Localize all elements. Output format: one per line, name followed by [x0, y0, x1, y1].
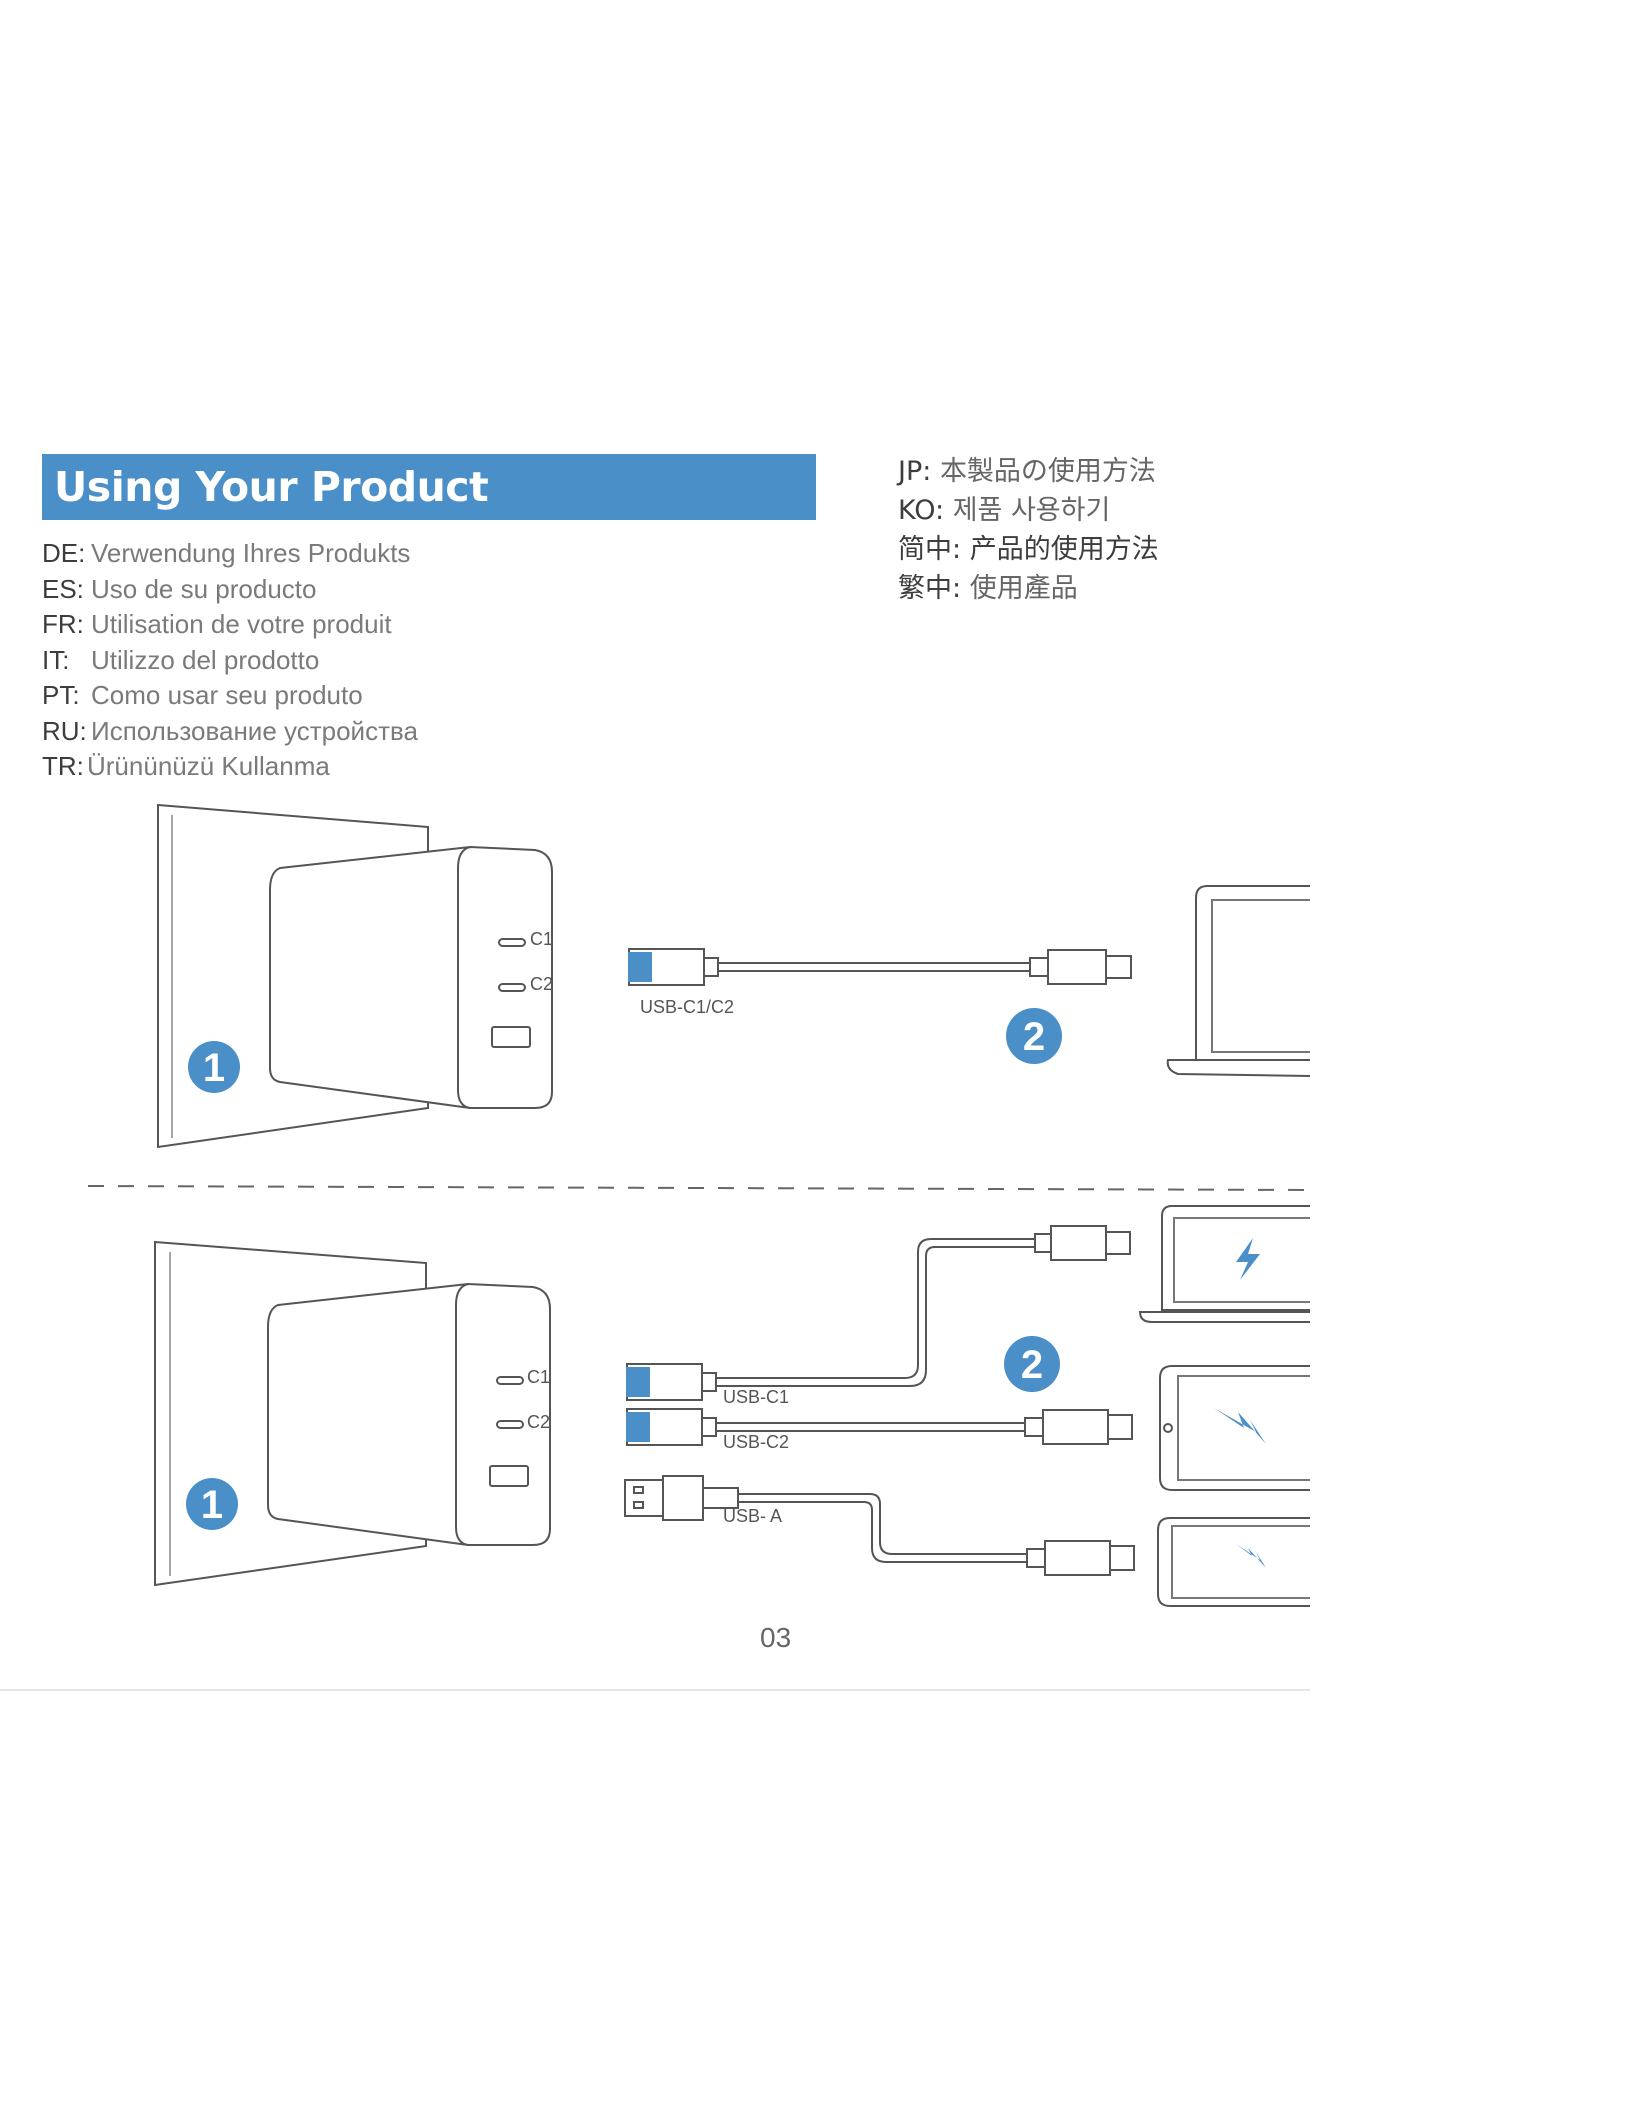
usb-c1-port-bottom: [496, 1376, 524, 1385]
lang-row-jp: JP: 本製品の使用方法: [898, 452, 1159, 491]
lang-code: 简中:: [898, 534, 962, 565]
lang-code: 繁中:: [898, 573, 962, 604]
lang-text: 제품 사용하기: [952, 495, 1111, 526]
lang-text: Como usar seu produto: [91, 680, 363, 710]
page-title: Using Your Product: [54, 463, 489, 511]
diagram-top: [157, 803, 1311, 1149]
lang-text: Ürününüzü Kullanma: [87, 751, 330, 781]
lang-code: DE:: [42, 538, 86, 568]
lang-text: 使用產品: [969, 573, 1078, 604]
lang-code: RU:: [42, 715, 87, 746]
lang-row-es: ES:Uso de su producto: [42, 572, 418, 608]
lang-text: Uso de su producto: [91, 573, 317, 604]
laptop-icon: [1195, 885, 1310, 1061]
usb-a-port-bottom: [489, 1465, 529, 1487]
step-1-badge-bottom: [186, 1478, 238, 1530]
diagram-bottom: [154, 1205, 1310, 1607]
step-2-badge-bottom: [1004, 1336, 1060, 1392]
lang-text: 产品的使用方法: [969, 534, 1159, 565]
port-label-c2-bottom: C2: [527, 1412, 550, 1432]
lang-text: Verwendung Ihres Produkts: [91, 538, 411, 568]
lang-row-tr: TR:Ürününüzü Kullanma: [42, 749, 418, 785]
port-label-c1-top: C1: [530, 929, 553, 949]
lang-code: TR:: [42, 751, 84, 781]
lang-row-fr: FR:Utilisation de votre produit: [42, 607, 418, 643]
usb-c2-port-top: [498, 983, 526, 992]
laptop-small-icon: [1161, 1205, 1310, 1311]
charger-bottom: [267, 1282, 551, 1546]
usb-c1-port-top: [498, 938, 526, 947]
lang-code: ES:: [42, 573, 84, 604]
phone-icon: [1157, 1517, 1310, 1607]
usb-c2-port-bottom: [496, 1420, 524, 1429]
step-1-badge-top: [188, 1041, 240, 1093]
lang-code: FR:: [42, 609, 84, 639]
lang-code: PT:: [42, 680, 80, 710]
step-2-badge-top: [1006, 1008, 1062, 1064]
step-2-number-top: 2: [1023, 1015, 1045, 1059]
lang-row-zh-hant: 繁中: 使用產品: [898, 569, 1159, 608]
charging-bolt-icon: [1236, 1544, 1266, 1568]
lang-row-ru: RU:Использование устройства: [42, 714, 418, 750]
lang-row-de: DE:Verwendung Ihres Produkts: [42, 536, 418, 572]
step-2-number-bottom: 2: [1021, 1343, 1043, 1387]
cable-plug-right-top: [1047, 949, 1107, 985]
lang-text: Utilizzo del prodotto: [91, 644, 320, 675]
lang-code: KO:: [898, 495, 945, 526]
lang-row-pt: PT: Como usar seu produto: [42, 678, 418, 714]
usb-a-port-top: [491, 1026, 531, 1048]
language-list: DE:Verwendung Ihres Produkts ES:Uso de s…: [42, 536, 418, 785]
title-bar: Using Your Product: [42, 454, 816, 520]
step-1-number-bottom: 1: [201, 1483, 223, 1527]
port-label-c1-bottom: C1: [527, 1367, 550, 1387]
page-number: 03: [760, 1622, 792, 1653]
step-1-number-top: 1: [203, 1046, 225, 1090]
cable-label-usb-a: USB- A: [723, 1506, 782, 1526]
port-label-c2-top: C2: [530, 974, 553, 994]
cable-label-top: USB-C1/C2: [640, 997, 734, 1017]
charging-bolt-icon: [1214, 1408, 1266, 1444]
lang-row-zh-hans: 简中: 产品的使用方法: [898, 530, 1159, 569]
charging-bolt-icon: [1236, 1238, 1260, 1280]
cable-label-usb-c1: USB-C1: [723, 1387, 789, 1407]
language-list-cjk: JP: 本製品の使用方法 KO: 제품 사용하기 简中: 产品的使用方法 繁中:…: [898, 452, 1159, 608]
charger-top: [269, 845, 553, 1109]
tablet-icon: [1159, 1365, 1310, 1491]
cable-label-usb-c2: USB-C2: [723, 1432, 789, 1452]
lang-text: Использование устройства: [91, 715, 418, 746]
lang-text: 本製品の使用方法: [939, 456, 1156, 487]
section-divider: [87, 1185, 1311, 1191]
lang-row-it: IT: Utilizzo del prodotto: [42, 643, 418, 679]
lang-code: JP:: [898, 456, 932, 487]
lang-row-ko: KO: 제품 사용하기: [898, 491, 1159, 530]
lang-text: Utilisation de votre produit: [91, 609, 392, 639]
lang-code: IT:: [42, 644, 70, 675]
